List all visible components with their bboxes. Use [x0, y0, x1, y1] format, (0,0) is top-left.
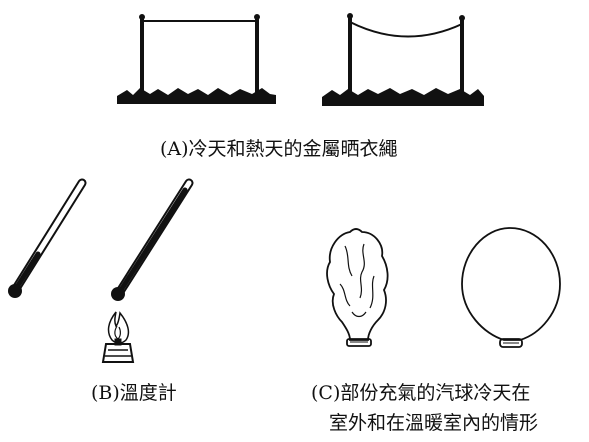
mercury-column-high — [118, 187, 188, 293]
thermometer-low-icon — [8, 178, 87, 298]
caption-clotheslines: (A)冷天和熱天的金屬晒衣繩 — [160, 138, 398, 160]
balloon-knot — [346, 338, 372, 347]
taut-clothesline-icon — [139, 14, 260, 96]
shrunken-balloon-icon — [326, 228, 389, 347]
post-top-right — [459, 15, 465, 21]
flame-icon — [101, 311, 135, 363]
inflated-balloon-icon — [461, 227, 561, 348]
panel-b-thermometers — [8, 178, 194, 363]
panel-c-balloons — [326, 227, 561, 348]
thermometer-high-icon — [111, 178, 194, 301]
bulb — [111, 287, 125, 301]
caption-thermometers: (B)溫度計 — [91, 382, 177, 404]
post-top-right — [254, 14, 260, 20]
caption-balloons-line2: 室外和在溫暖室內的情形 — [329, 412, 539, 434]
panel-a-clotheslines — [117, 13, 484, 106]
post-top-left — [347, 13, 353, 19]
wire — [349, 21, 463, 38]
burner-body — [101, 343, 135, 363]
post-top-left — [139, 14, 145, 20]
ground-cold — [117, 88, 276, 104]
balloon-knot — [499, 338, 523, 348]
sagging-clothesline-icon — [347, 13, 465, 96]
mercury-column-low — [14, 251, 41, 290]
caption-balloons-line1: (C)部份充氣的汽球冷天在 — [311, 382, 531, 404]
ground-hot — [322, 88, 484, 106]
bulb — [8, 284, 22, 298]
